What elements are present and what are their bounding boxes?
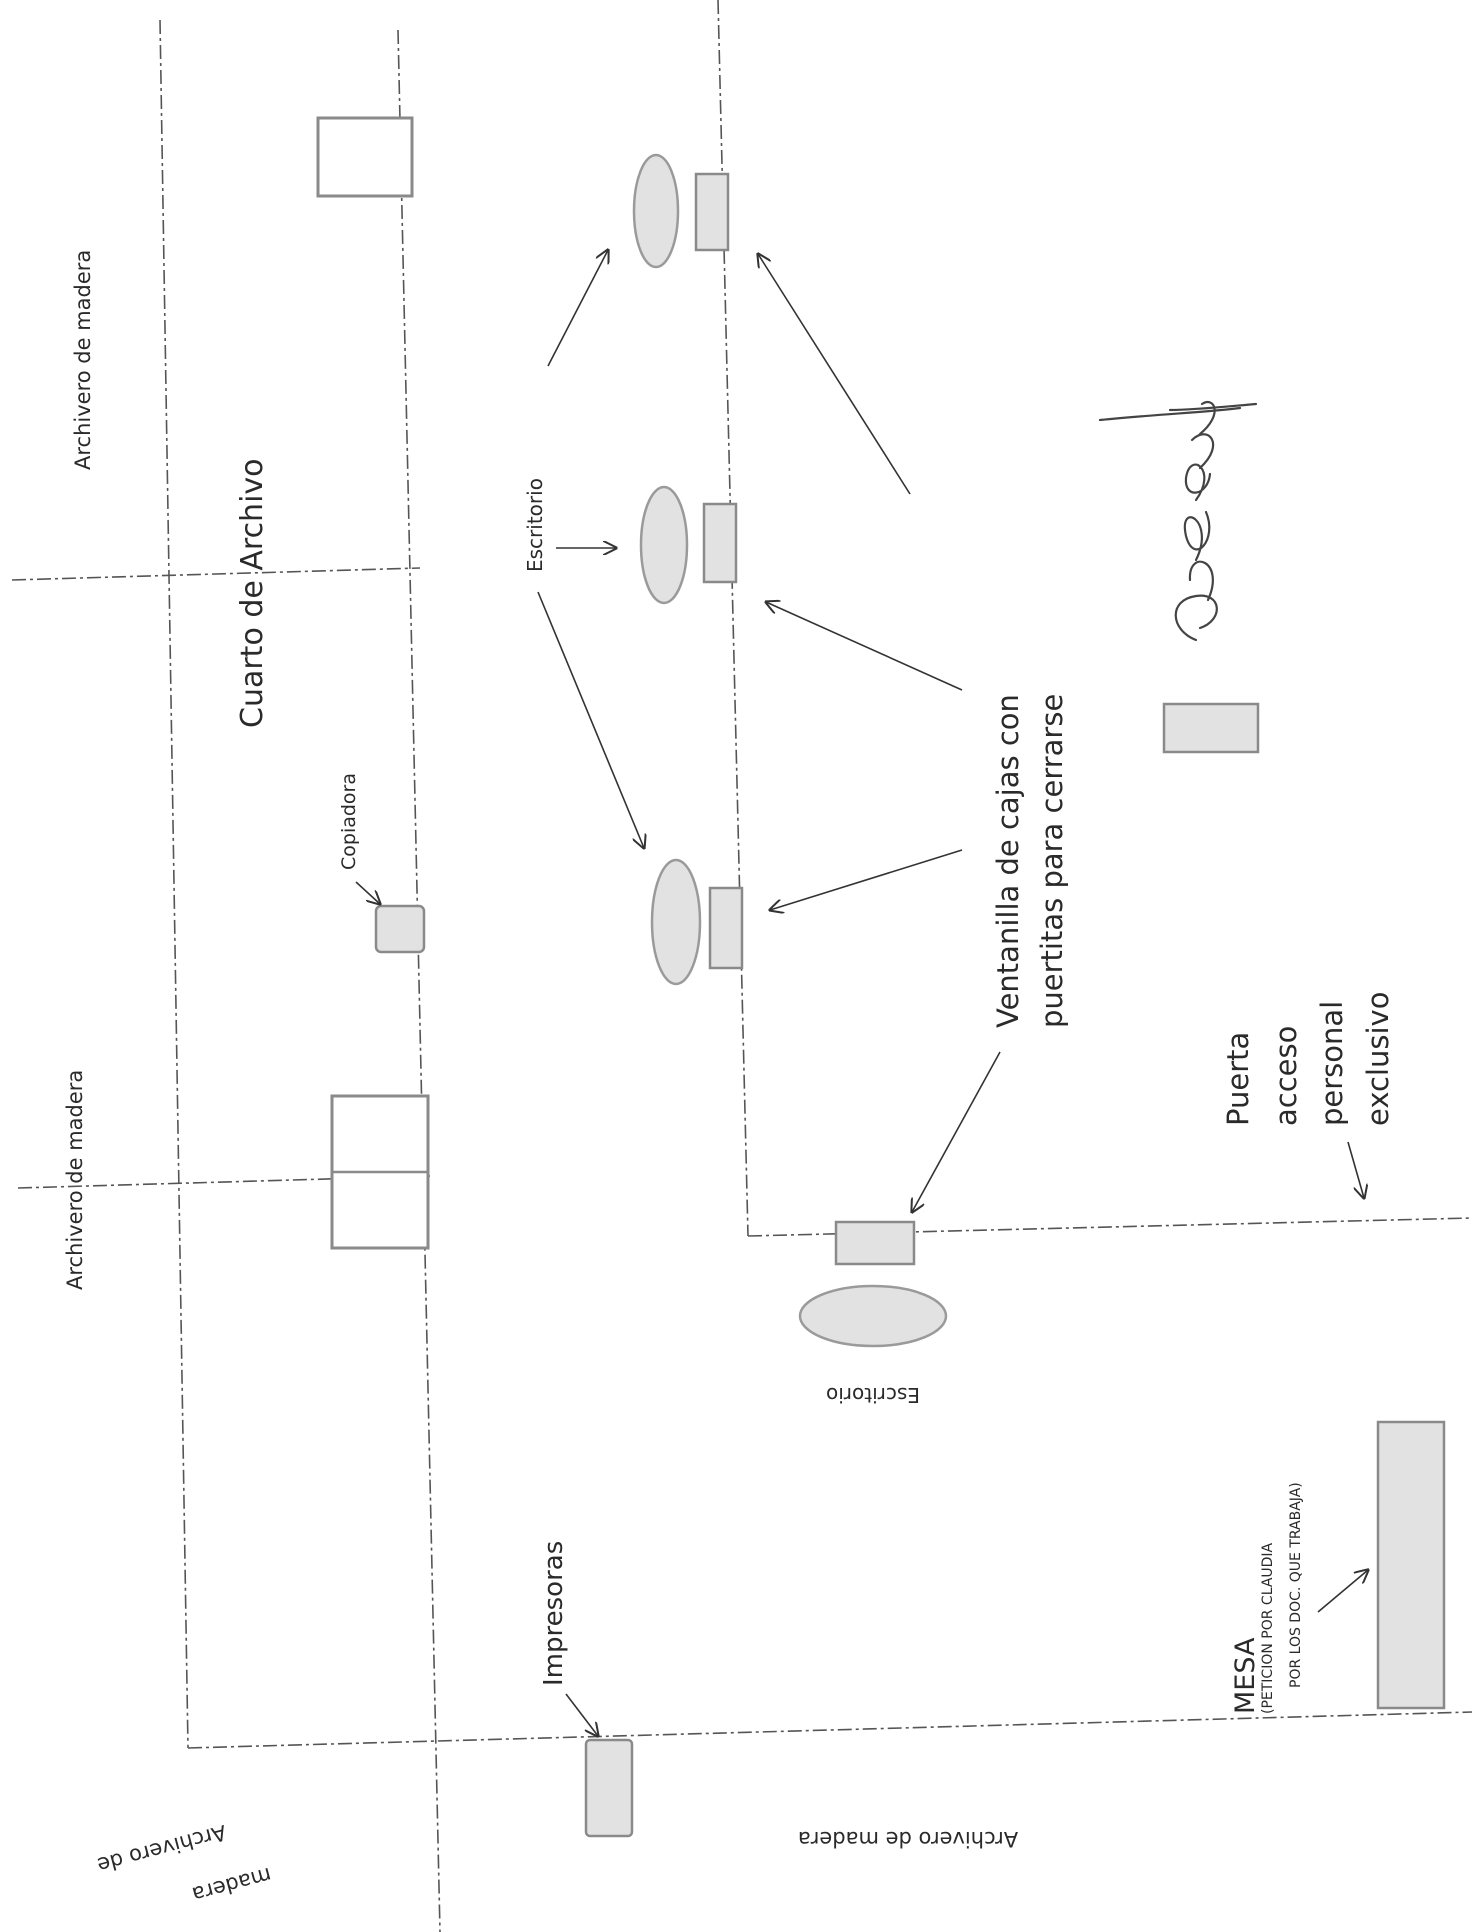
arrow-ventanilla-1 (758, 254, 911, 495)
copiadora-box (374, 904, 426, 954)
ventanilla-box-4 (834, 1220, 916, 1266)
label-copiadora: Copiadora (338, 773, 360, 870)
furniture (316, 116, 1446, 1838)
archivero-top-box (316, 116, 414, 198)
label-archivero-bottom: Archivero de madera (798, 1827, 1018, 1851)
label-archivero-bottom-left-2: madera (190, 1863, 275, 1907)
arrow-ventanilla-4 (912, 1051, 1001, 1212)
arrow-ventanilla-2 (766, 602, 963, 691)
arrow-impresoras (565, 1693, 598, 1736)
arrow-escritorio-3 (537, 591, 644, 848)
escritorio-chair-2 (639, 485, 689, 605)
label-puerta-1: Puerta (1221, 1032, 1255, 1126)
ventanilla-box-1 (694, 172, 730, 252)
label-archivero-bottom-left-1: Archivero de (95, 1820, 229, 1877)
label-ventanilla-1: Ventanilla de cajas con (991, 694, 1025, 1028)
handwritten-signature (1098, 401, 1258, 642)
mesa-table (1376, 1420, 1446, 1710)
escritorio-chair-4 (798, 1284, 948, 1348)
arrow-escritorio-1 (547, 250, 608, 367)
ventanilla-box-3 (708, 886, 744, 970)
label-archivero-mid: Archivero de madera (63, 1070, 87, 1290)
label-escritorio-top: Escritorio (523, 478, 547, 572)
wall-top-divider (11, 567, 421, 581)
label-puerta-4: exclusivo (1361, 992, 1395, 1126)
label-escritorio-bottom: Escritorio (826, 1383, 920, 1407)
label-archivero-top: Archivero de madera (71, 250, 95, 470)
label-mesa-note-2: POR LOS DOC. QUE TRABAJA) (1288, 1482, 1304, 1688)
label-impresoras: Impresoras (539, 1541, 569, 1686)
impresoras-box (584, 1738, 634, 1838)
label-cuarto-archivo: Cuarto de Archivo (235, 458, 270, 728)
arrow-mesa (1317, 1570, 1368, 1613)
label-mesa-title: MESA (1230, 1637, 1261, 1714)
wall-left-outer (159, 19, 189, 1749)
cabinet-box (1162, 702, 1260, 754)
arrows (355, 250, 1368, 1736)
labels: Archivero de madera Cuarto de Archivo Co… (63, 250, 1395, 1907)
arrow-ventanilla-3 (770, 849, 963, 910)
label-puerta-2: acceso (1269, 1026, 1303, 1126)
label-mesa-note-1: (PETICION POR CLAUDIA (1260, 1542, 1276, 1714)
escritorio-chair-1 (632, 153, 680, 269)
ventanilla-box-2 (702, 502, 738, 584)
wall-bottom (187, 1711, 1473, 1749)
label-ventanilla-2: puertitas para cerrarse (1035, 694, 1069, 1028)
arrow-copiadora (355, 881, 380, 904)
arrow-puerta (1347, 1141, 1364, 1198)
label-puerta-3: personal (1315, 1001, 1349, 1126)
wall-left-inner (397, 29, 441, 1932)
escritorio-chair-3 (650, 858, 702, 986)
